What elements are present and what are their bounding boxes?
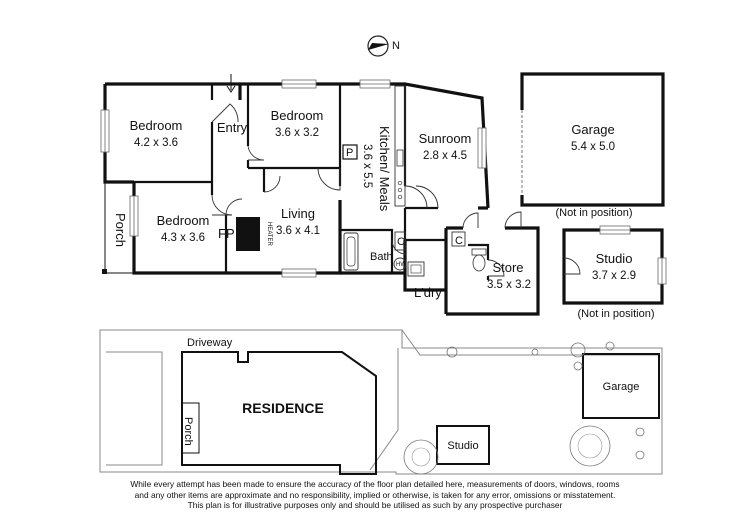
kitchen-size: 3.6 x 5.5 xyxy=(361,144,373,188)
garage-size: 5.4 x 5.0 xyxy=(571,141,615,153)
toilet xyxy=(471,248,487,272)
site-plan: Driveway RESIDENCE Porch Garage Studio xyxy=(99,329,663,475)
site-porch-label: Porch xyxy=(182,417,194,446)
bedroom3-size: 4.3 x 3.6 xyxy=(161,232,205,244)
garage-note: (Not in position) xyxy=(555,207,632,219)
disclaimer-line: While every attempt has been made to ens… xyxy=(130,479,620,489)
site-studio-label: Studio xyxy=(447,440,478,452)
bath-name: Bath xyxy=(370,251,393,263)
site-studio xyxy=(436,425,490,465)
disclaimer-line: and any other items are approximate and … xyxy=(134,489,616,500)
bedroom2-name: Bedroom xyxy=(271,108,324,123)
site-driveway-label: Driveway xyxy=(187,337,233,349)
porch-name: Porch xyxy=(113,213,128,247)
store-size: 3.5 x 3.2 xyxy=(487,279,531,291)
pantry-label: P xyxy=(346,147,353,159)
fireplace xyxy=(236,217,260,251)
kitchen-bench xyxy=(394,85,406,207)
store-name: Store xyxy=(492,260,523,275)
cupboard-store xyxy=(451,231,466,247)
cupboard-bath xyxy=(394,231,406,251)
porch-area xyxy=(102,182,134,274)
compass-icon: N xyxy=(367,35,400,57)
windows xyxy=(100,79,487,278)
fireplace-label: FP xyxy=(218,226,235,241)
bedroom1-size: 4.2 x 3.6 xyxy=(134,137,178,149)
kitchen-name: Kitchen/ Meals xyxy=(377,126,392,212)
site-garage-label: Garage xyxy=(603,381,640,393)
studio-note: (Not in position) xyxy=(577,308,654,320)
tree-icon xyxy=(403,341,645,475)
garage-name: Garage xyxy=(571,122,614,137)
bedroom1-name: Bedroom xyxy=(130,118,183,133)
entry-arrow-icon xyxy=(226,74,236,93)
cupboard-store-label: C xyxy=(455,235,463,247)
compass-label: N xyxy=(392,40,400,52)
laundry-trough xyxy=(407,261,425,277)
entry-name: Entry xyxy=(217,120,248,135)
living-name: Living xyxy=(281,206,315,221)
disclaimer: While every attempt has been made to ens… xyxy=(100,479,650,511)
site-residence xyxy=(181,351,377,475)
site-residence-label: RESIDENCE xyxy=(242,400,324,416)
bedroom3-name: Bedroom xyxy=(157,213,210,228)
cupboard-bath-label: C xyxy=(397,236,405,248)
svg-text:HW: HW xyxy=(396,262,406,268)
studio-size: 3.7 x 2.9 xyxy=(592,270,636,282)
garage-building xyxy=(520,72,665,207)
disclaimer-line: This plan is for illustrative purposes o… xyxy=(187,500,563,511)
sunroom-size: 2.8 x 4.5 xyxy=(423,150,467,162)
bedroom2-size: 3.6 x 3.2 xyxy=(275,127,319,139)
studio-building xyxy=(562,225,667,305)
studio-name: Studio xyxy=(596,251,633,266)
bath-tub xyxy=(343,232,359,271)
hot-water-unit: HW xyxy=(393,257,407,271)
pantry xyxy=(342,144,358,160)
heater-label: HEATER xyxy=(266,222,272,247)
laundry-name: L'dry xyxy=(414,285,442,300)
sunroom-name: Sunroom xyxy=(419,131,472,146)
living-size: 3.6 x 4.1 xyxy=(276,225,320,237)
site-garage xyxy=(582,353,660,419)
